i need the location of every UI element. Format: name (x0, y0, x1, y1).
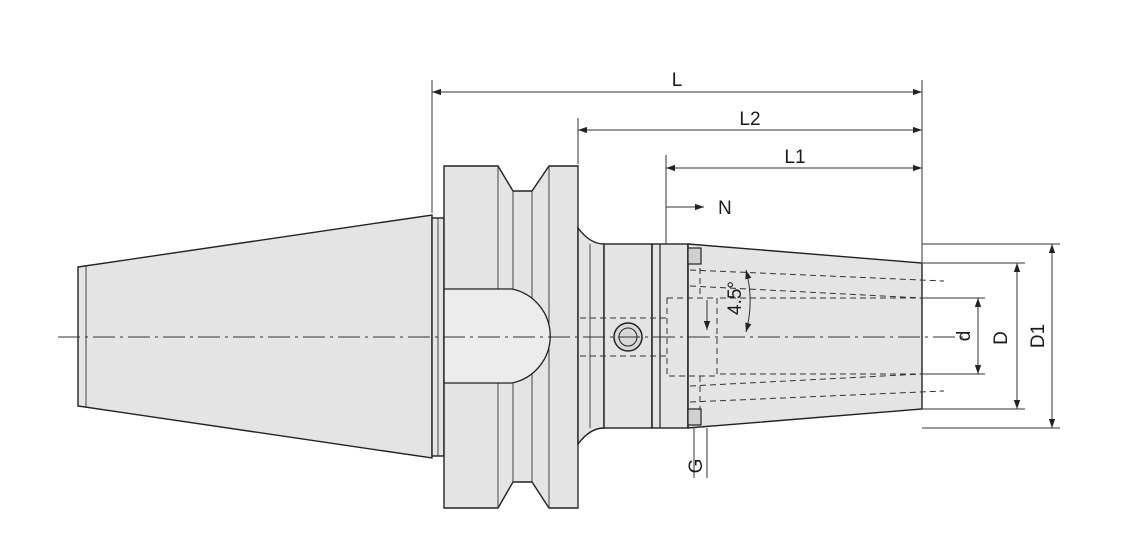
drive-slot (443, 288, 551, 384)
hidden-lines (580, 258, 945, 414)
label-G: G (686, 459, 707, 474)
dimension-lines (432, 88, 1056, 428)
dim-angle (745, 269, 752, 333)
extension-lines (431, 80, 1060, 478)
label-d: d (954, 331, 975, 342)
label-D1: D1 (1028, 324, 1049, 348)
label-angle: 4.5° (725, 281, 746, 315)
locating-pins (687, 247, 702, 426)
neck (577, 225, 653, 447)
chuck-body (651, 243, 923, 429)
label-D: D (991, 331, 1012, 345)
label-N: N (718, 198, 732, 219)
label-L2: L2 (739, 109, 760, 130)
label-L: L (672, 70, 683, 91)
label-L1: L1 (784, 147, 805, 168)
